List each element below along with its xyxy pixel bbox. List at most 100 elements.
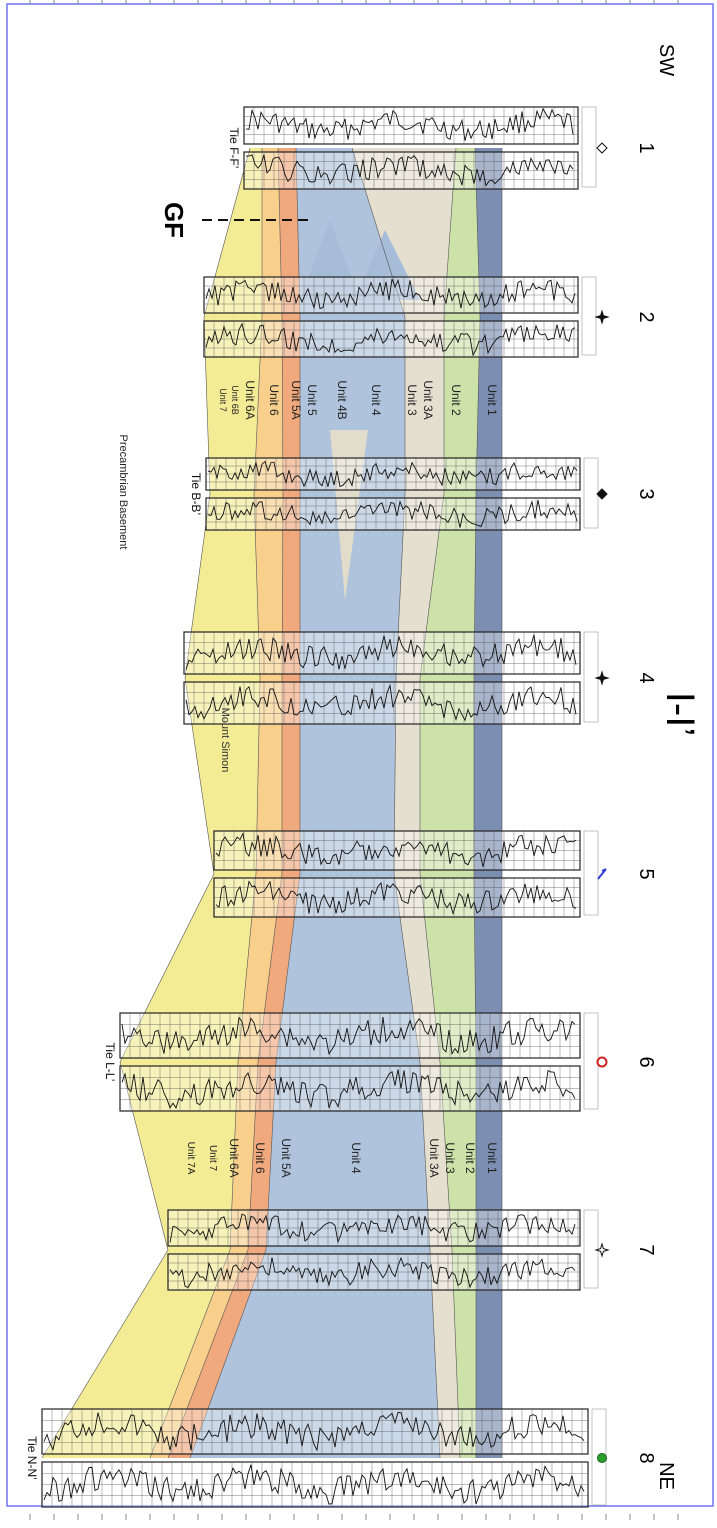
well-header: [581, 276, 597, 356]
unit-label: Unit 3: [443, 1142, 457, 1174]
well-header: [583, 1012, 599, 1110]
tie-label: Tie B-B’: [189, 473, 203, 515]
unit-label: Unit 3A: [421, 380, 435, 419]
end-label-sw: SW: [655, 44, 677, 76]
log-curve: [205, 278, 576, 310]
well-logs: 1 Tie F-F’ 2 3 Tie B-B’ 4 5 6 Tie L-L’ 7 8 Tie N-N’: [25, 106, 657, 1508]
edge-ticks: [29, 0, 679, 1520]
log-curve: [185, 683, 577, 722]
well-symbol-diamond-filled-icon: [596, 488, 608, 500]
unit-label: Unit 4B: [335, 380, 349, 419]
band-unit4b-wedge: [330, 430, 368, 600]
band-unit1: [474, 148, 502, 1458]
well-header: [583, 830, 599, 916]
unit-label: Unit 6A: [227, 1138, 241, 1177]
tie-label: Tie N-N’: [25, 1436, 39, 1480]
unit-label: Unit 3: [405, 384, 419, 416]
log-curve: [207, 499, 578, 528]
unit-label: Unit 2: [449, 384, 463, 416]
well-number: 7: [635, 1244, 657, 1255]
formation-label: Mount Simon: [219, 708, 231, 773]
unit-label: Unit 7A: [185, 1142, 196, 1175]
unit-label: Unit 6: [253, 1142, 267, 1174]
unit-label: Unit 1: [485, 1142, 499, 1174]
log-curve: [245, 107, 574, 141]
band-unit3: [352, 148, 460, 1458]
well-8: 8 Tie N-N’: [25, 1408, 657, 1508]
well-number: 3: [635, 488, 657, 499]
well-header: [583, 1209, 599, 1289]
log-curve: [246, 154, 574, 187]
band-unit7: [42, 148, 262, 1458]
well-7: 7: [167, 1209, 657, 1291]
log-curve: [215, 880, 577, 916]
unit-label: Unit 5A: [289, 380, 303, 419]
unit-label: Unit 6B: [230, 385, 240, 415]
well-symbol-circle-green-icon: [597, 1453, 607, 1463]
well-3: 3 Tie B-B’: [189, 457, 657, 531]
log-curve: [185, 634, 577, 670]
band-unit4-wedge-a: [300, 220, 360, 300]
well-6: 6 Tie L-L’: [103, 1012, 657, 1112]
well-1: 1 Tie F-F’: [227, 106, 657, 190]
log-curve: [121, 1016, 576, 1056]
log-curve: [215, 832, 577, 867]
strata-bands: [41, 147, 503, 1459]
unit-label: Unit 4: [369, 384, 383, 416]
well-header: [583, 631, 599, 723]
well-symbol-circle-red-icon: [596, 1056, 608, 1068]
band-unit2: [420, 148, 480, 1458]
tie-label: Tie F-F’: [227, 128, 241, 169]
well-header: [583, 457, 599, 529]
well-symbol-star-filled-icon: [594, 670, 610, 686]
unit-label: Unit 6: [267, 384, 281, 416]
log-curve: [169, 1256, 576, 1289]
log-curve: [207, 460, 578, 488]
figure-border: [6, 3, 714, 1507]
unit-label: Unit 2: [463, 1142, 477, 1174]
well-number: 2: [635, 311, 657, 322]
basement-label: Precambrian Basement: [117, 435, 129, 550]
log-curve: [205, 322, 576, 357]
section-title: I-I’: [658, 692, 702, 736]
tie-label: Tie L-L’: [103, 1043, 117, 1082]
horizon-line: [351, 147, 441, 1459]
unit-label: Unit 4: [349, 1142, 363, 1174]
unit-label: Unit 1: [485, 384, 499, 416]
well-symbol-diamond-open-icon: [596, 142, 608, 154]
well-4: 4: [183, 631, 657, 725]
log-curve: [43, 1464, 585, 1505]
well-symbol-flag-blue-icon: [597, 868, 607, 880]
log-curve: [121, 1069, 576, 1109]
horizon-line: [41, 147, 251, 1459]
well-5: 5: [213, 830, 657, 918]
well-number: 1: [635, 142, 657, 153]
band-unit5a: [168, 148, 300, 1458]
unit-label: Unit 5: [305, 384, 319, 416]
horizon-line: [473, 147, 481, 1458]
unit-label: Unit 7: [218, 388, 228, 412]
log-curve: [43, 1411, 585, 1452]
band-unit4: [190, 148, 440, 1458]
fault-label: GF: [159, 202, 189, 238]
end-label-ne: NE: [655, 1462, 677, 1490]
unit-label: Unit 5A: [279, 1138, 293, 1177]
well-symbol-star-open-icon: [594, 1242, 610, 1258]
horizon-line: [167, 147, 284, 1459]
well-number: 5: [635, 868, 657, 879]
horizon-line: [189, 147, 301, 1459]
unit-label: Unit 7: [207, 1145, 218, 1172]
band-unit6: [150, 148, 283, 1458]
log-curve: [169, 1213, 576, 1244]
well-number: 6: [635, 1056, 657, 1067]
well-number: 8: [635, 1452, 657, 1463]
well-2: 2: [203, 276, 657, 358]
well-header: [581, 106, 597, 188]
well-symbol-star-filled-icon: [594, 309, 610, 325]
well-number: 4: [635, 672, 657, 683]
horizon-line: [149, 148, 263, 1459]
unit-label: Unit 6A: [243, 380, 257, 419]
